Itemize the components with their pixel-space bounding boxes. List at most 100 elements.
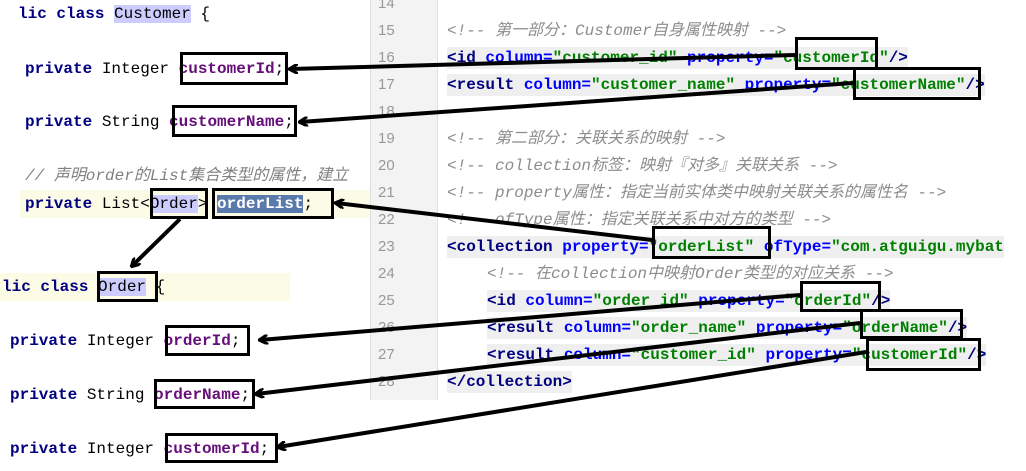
xml-token-tag: <result [487, 319, 564, 337]
highlight-box [97, 271, 158, 302]
field-order-list: private List<Order> orderList; [25, 194, 313, 214]
xml-token-attr: column= [563, 319, 632, 337]
keyword: private [25, 60, 102, 78]
xml-token-val: "customerName" [831, 76, 966, 94]
semicolon: ; [259, 440, 270, 458]
xml-code-line: <!-- property属性：指定当前实体类中映射关联关系的属性名 --> [447, 182, 946, 204]
type: List< [101, 195, 150, 213]
semicolon: ; [303, 195, 314, 213]
field-name: customerId [163, 440, 260, 458]
xml-token-attr: column= [525, 292, 593, 310]
highlight-box [165, 325, 250, 356]
keyword: private [10, 440, 87, 458]
line-number: 27 [378, 346, 395, 363]
xml-code-line: <!-- 在collection中映射Order类型的对应关系 --> [487, 263, 893, 285]
keyword: lic class [18, 5, 115, 23]
arrow-customer-name [300, 81, 854, 122]
field-order-name: private String orderName; [10, 385, 250, 405]
xml-token-attr: column= [523, 76, 592, 94]
line-number: 16 [378, 49, 395, 66]
arrow-order-customer-id [278, 350, 867, 447]
arrow-order-name [256, 321, 861, 394]
xml-code-line: <collection property="orderList" ofType=… [447, 236, 1004, 258]
order-class-decl: lic class Order { [2, 277, 165, 297]
line-number: 21 [378, 184, 395, 201]
xml-code-line: </collection> [447, 371, 572, 393]
semicolon: ; [274, 60, 285, 78]
xml-token-val: "customerId" [851, 346, 968, 364]
xml-token-comment: <!-- property属性：指定当前实体类中映射关联关系的属性名 --> [447, 184, 947, 202]
xml-token-tag: /> [967, 346, 987, 364]
highlight-box [800, 281, 881, 312]
xml-token-val: "com.atguigu.mybat [831, 238, 1004, 256]
field-customer-name: private String customerName; [25, 112, 294, 132]
keyword: private [25, 113, 102, 131]
arrow-customer-id [290, 53, 796, 69]
xml-editor: 14 15 <!-- 第一部分：Customer自身属性映射 --> 16 <id co… [370, 0, 1026, 400]
line-number: 25 [378, 292, 395, 309]
xml-token-tag: <collection [447, 238, 563, 256]
field-customer-id: private Integer customerId; [25, 59, 284, 79]
type: String [101, 113, 170, 131]
keyword: private [10, 332, 87, 350]
semicolon: ; [230, 332, 241, 350]
type: Integer [86, 440, 164, 458]
xml-token-val: "customer_id" [631, 346, 766, 364]
highlight-box [853, 67, 981, 100]
xml-token-val: "orderName" [842, 319, 948, 337]
xml-token-val: "order_name" [631, 319, 756, 337]
arrow-order-id [260, 293, 801, 340]
xml-token-attr: property= [562, 238, 649, 256]
class-name: Order [98, 278, 147, 296]
type: Integer [86, 332, 164, 350]
xml-token-comment: <!-- 在collection中映射Order类型的对应关系 --> [487, 265, 894, 283]
field-order-id: private Integer orderId; [10, 331, 240, 351]
xml-token-attr: ofType= [763, 238, 832, 256]
generic-close: > [197, 195, 218, 213]
line-number: 20 [378, 157, 395, 174]
line-number: 24 [378, 265, 395, 282]
keyword: private [10, 386, 87, 404]
highlight-box [180, 52, 288, 85]
type: String [86, 386, 155, 404]
xml-token-tag: </collection> [447, 373, 572, 391]
brace: { [146, 278, 166, 296]
brace: { [190, 5, 211, 23]
generic-type: Order [149, 195, 198, 213]
customer-class-decl: lic class Customer { [18, 4, 210, 24]
xml-code-line: <result column="order_name" property="or… [487, 317, 968, 339]
xml-code-line: <!-- 第二部分：关联关系的映射 --> [447, 128, 725, 150]
xml-token-comment: <!-- 第二部分：关联关系的映射 --> [447, 130, 726, 148]
xml-token-comment: <!-- collection标签：映射『对多』关联关系 --> [447, 157, 838, 175]
highlight-box [212, 188, 334, 219]
xml-token-tag: /> [888, 49, 908, 67]
highlight-box [652, 226, 771, 259]
highlight-box [866, 338, 981, 371]
highlight-box [795, 37, 878, 70]
line-number: 17 [378, 76, 395, 93]
xml-token-val: "orderId" [784, 292, 872, 310]
keyword: private [25, 195, 102, 213]
line-number: 22 [378, 211, 395, 228]
xml-token-val: "customer_name" [591, 76, 745, 94]
field-name: orderName [154, 386, 241, 404]
order-list-comment: // 声明order的List集合类型的属性，建立 [25, 167, 349, 185]
type: Integer [101, 60, 179, 78]
field-name: customerName [169, 113, 285, 131]
line-number: 23 [378, 238, 395, 255]
field-name: customerId [178, 60, 275, 78]
semicolon: ; [284, 113, 294, 131]
xml-token-tag: <id [487, 292, 526, 310]
line-number: 14 [378, 0, 395, 12]
xml-token-val: "orderList" [648, 238, 764, 256]
highlight-box [860, 309, 963, 339]
field-name: orderId [163, 332, 231, 350]
highlight-box [172, 105, 297, 137]
xml-code-line: <!-- collection标签：映射『对多』关联关系 --> [447, 155, 837, 177]
xml-code-line: <result column="customer_name" property=… [447, 74, 985, 96]
xml-code-line: <!-- 第一部分：Customer自身属性映射 --> [447, 20, 786, 42]
highlight-box [150, 188, 208, 219]
line-number: 19 [378, 130, 395, 147]
line-number: 15 [378, 22, 395, 39]
